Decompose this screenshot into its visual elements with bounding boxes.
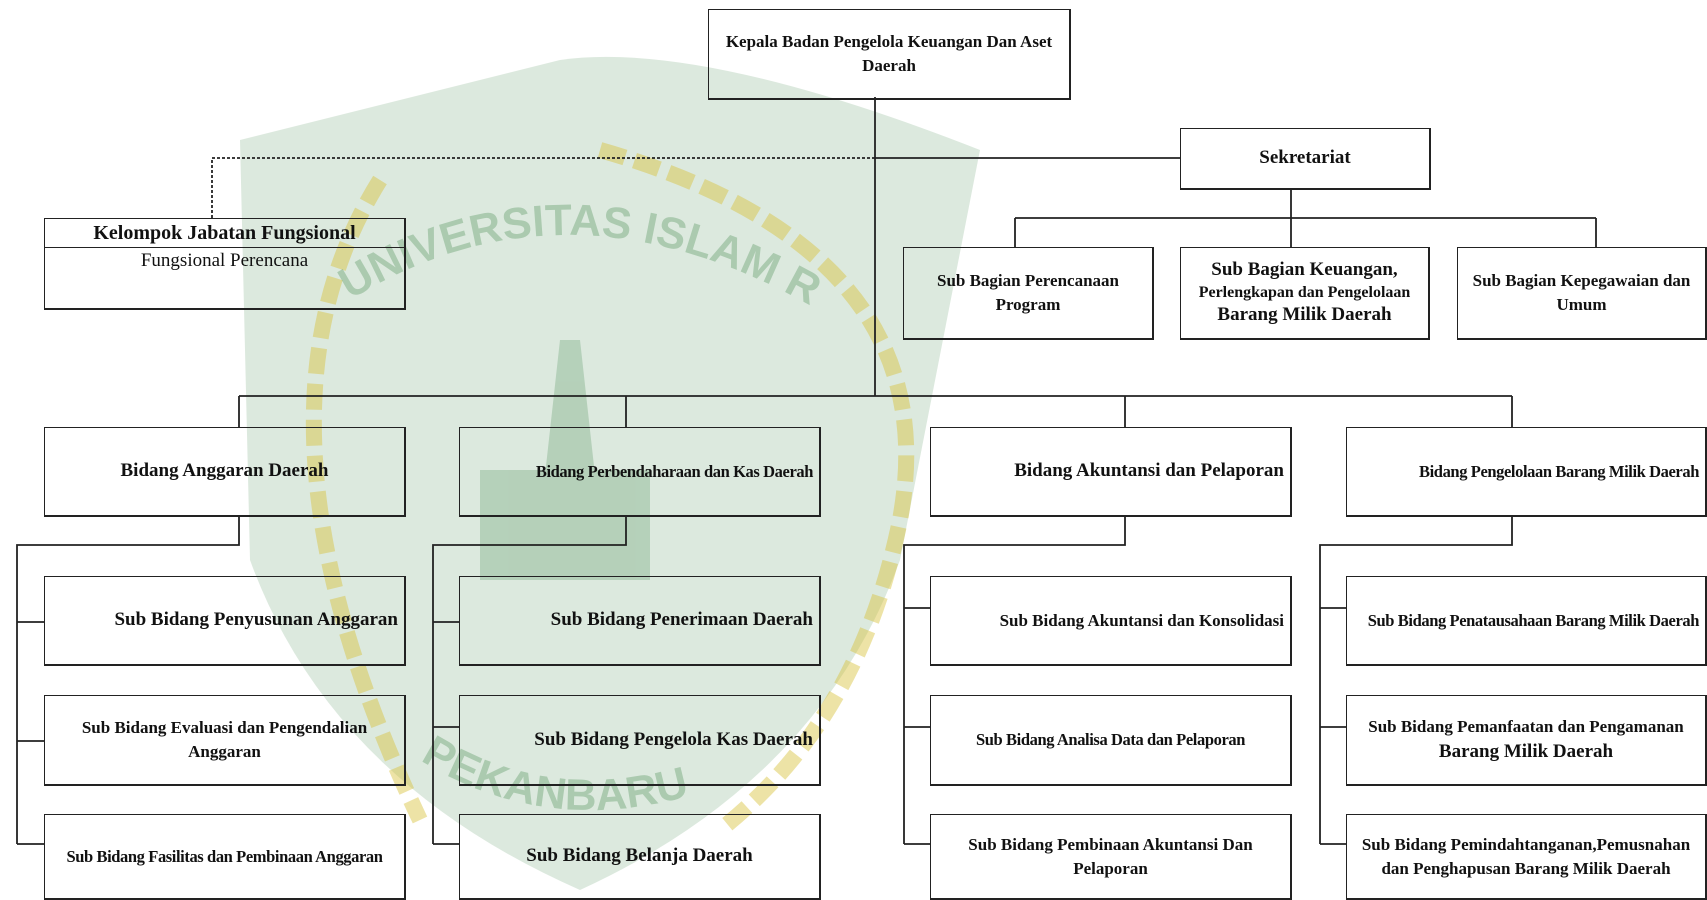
- bidang-label: Bidang Perbendaharaan dan Kas Daerah: [535, 461, 814, 481]
- sub-bagian-line3: Barang Milik Daerah: [1217, 304, 1392, 326]
- seal-laurel-right: [597, 142, 915, 837]
- sub-bagian-keuangan-box: Sub Bagian Keuangan, Perlengkapan dan Pe…: [1180, 247, 1430, 340]
- sub-bidang-box: Sub Bidang Pengelola Kas Daerah: [459, 695, 821, 786]
- sub-bidang-box: Sub Bidang Penyusunan Anggaran: [44, 576, 406, 666]
- bidang-label: Bidang Anggaran Daerah: [120, 460, 329, 482]
- bidang-label: Bidang Pengelolaan Barang Milik Daerah: [1419, 461, 1699, 481]
- fungsional-title: Kelompok Jabatan Fungsional: [45, 219, 404, 248]
- sub-bidang-line2: Barang Milik Daerah: [1438, 740, 1614, 762]
- sub-bidang-line1: Sub Bidang Pembinaan Akuntansi Dan: [968, 834, 1253, 854]
- sub-bidang-line1: Sub Bidang Pemanfaatan dan Pengamanan: [1368, 716, 1684, 736]
- sub-bidang-box: Sub Bidang Fasilitas dan Pembinaan Angga…: [44, 814, 406, 900]
- fungsional-item: Fungsional Perencana: [140, 250, 309, 271]
- sub-bagian-line2: Umum: [1556, 295, 1607, 314]
- head-line2: Daerah: [862, 56, 916, 75]
- sub-bidang-label: Sub Bidang Pengelola Kas Daerah: [534, 728, 813, 750]
- sub-bagian-line2: Program: [995, 295, 1061, 314]
- sub-bagian-line1: Sub Bagian Keuangan,: [1211, 258, 1398, 280]
- seal-tower-shape: [540, 340, 600, 520]
- sekretariat-label: Sekretariat: [1259, 147, 1351, 169]
- bidang-akuntansi-box: Bidang Akuntansi dan Pelaporan: [930, 427, 1292, 517]
- sub-bidang-box: Sub Bidang Analisa Data dan Pelaporan: [930, 695, 1292, 786]
- fungsional-box: Kelompok Jabatan Fungsional Fungsional P…: [44, 218, 406, 310]
- sub-bidang-label: Sub Bidang Penatausahaan Barang Milik Da…: [1367, 610, 1700, 630]
- seal-book-shape: [480, 470, 650, 580]
- sub-bidang-box: Sub Bidang Akuntansi dan Konsolidasi: [930, 576, 1292, 666]
- sub-bidang-label: Sub Bidang Penerimaan Daerah: [550, 609, 813, 631]
- sub-bidang-line1: Sub Bidang Evaluasi dan Pengendalian: [81, 718, 368, 738]
- sub-bidang-line2: Pelaporan: [1073, 858, 1148, 878]
- sub-bidang-box: Sub Bidang Penerimaan Daerah: [459, 576, 821, 666]
- sub-bidang-box: Sub Bidang Pemanfaatan dan Pengamanan Ba…: [1346, 695, 1707, 786]
- sub-bidang-label: Sub Bidang Fasilitas dan Pembinaan Angga…: [66, 846, 383, 866]
- sub-bagian-perencanaan-box: Sub Bagian Perencanaan Program: [903, 247, 1154, 340]
- sub-bidang-label: Sub Bidang Analisa Data dan Pelaporan: [976, 730, 1245, 750]
- sub-bidang-box: Sub Bidang Penatausahaan Barang Milik Da…: [1346, 576, 1707, 666]
- sub-bagian-line1: Sub Bagian Perencanaan: [936, 271, 1119, 291]
- sub-bidang-box: Sub Bidang Belanja Daerah: [459, 814, 821, 900]
- seal-laurel-left: [305, 175, 428, 824]
- sub-bagian-line1: Sub Bagian Kepegawaian dan: [1472, 271, 1691, 291]
- bidang-label: Bidang Akuntansi dan Pelaporan: [1014, 460, 1284, 482]
- sub-bidang-label: Sub Bidang Akuntansi dan Konsolidasi: [999, 610, 1284, 630]
- sekretariat-box: Sekretariat: [1180, 128, 1431, 190]
- sub-bagian-line2: Perlengkapan dan Pengelolaan: [1198, 283, 1411, 301]
- sub-bidang-box: Sub Bidang Evaluasi dan Pengendalian Ang…: [44, 695, 406, 786]
- sub-bidang-box: Sub Bidang Pembinaan Akuntansi Dan Pelap…: [930, 814, 1292, 900]
- bidang-perbendaharaan-box: Bidang Perbendaharaan dan Kas Daerah: [459, 427, 821, 517]
- sub-bidang-line2: dan Penghapusan Barang Milik Daerah: [1381, 858, 1671, 878]
- head-box: Kepala Badan Pengelola Keuangan Dan Aset…: [708, 9, 1071, 100]
- sub-bidang-line1: Sub Bidang Pemindahtanganan,Pemusnahan: [1361, 834, 1691, 854]
- bidang-anggaran-box: Bidang Anggaran Daerah: [44, 427, 406, 517]
- sub-bidang-line2: Anggaran: [188, 742, 261, 761]
- seal-shield-shape: [240, 56, 980, 890]
- sub-bidang-box: Sub Bidang Pemindahtanganan,Pemusnahan d…: [1346, 814, 1707, 900]
- sub-bidang-label: Sub Bidang Penyusunan Anggaran: [114, 609, 398, 631]
- head-line1: Kepala Badan Pengelola Keuangan Dan Aset: [725, 32, 1053, 52]
- sub-bagian-kepegawaian-box: Sub Bagian Kepegawaian dan Umum: [1457, 247, 1707, 340]
- bidang-pengelolaan-box: Bidang Pengelolaan Barang Milik Daerah: [1346, 427, 1707, 517]
- sub-bidang-label: Sub Bidang Belanja Daerah: [526, 845, 753, 867]
